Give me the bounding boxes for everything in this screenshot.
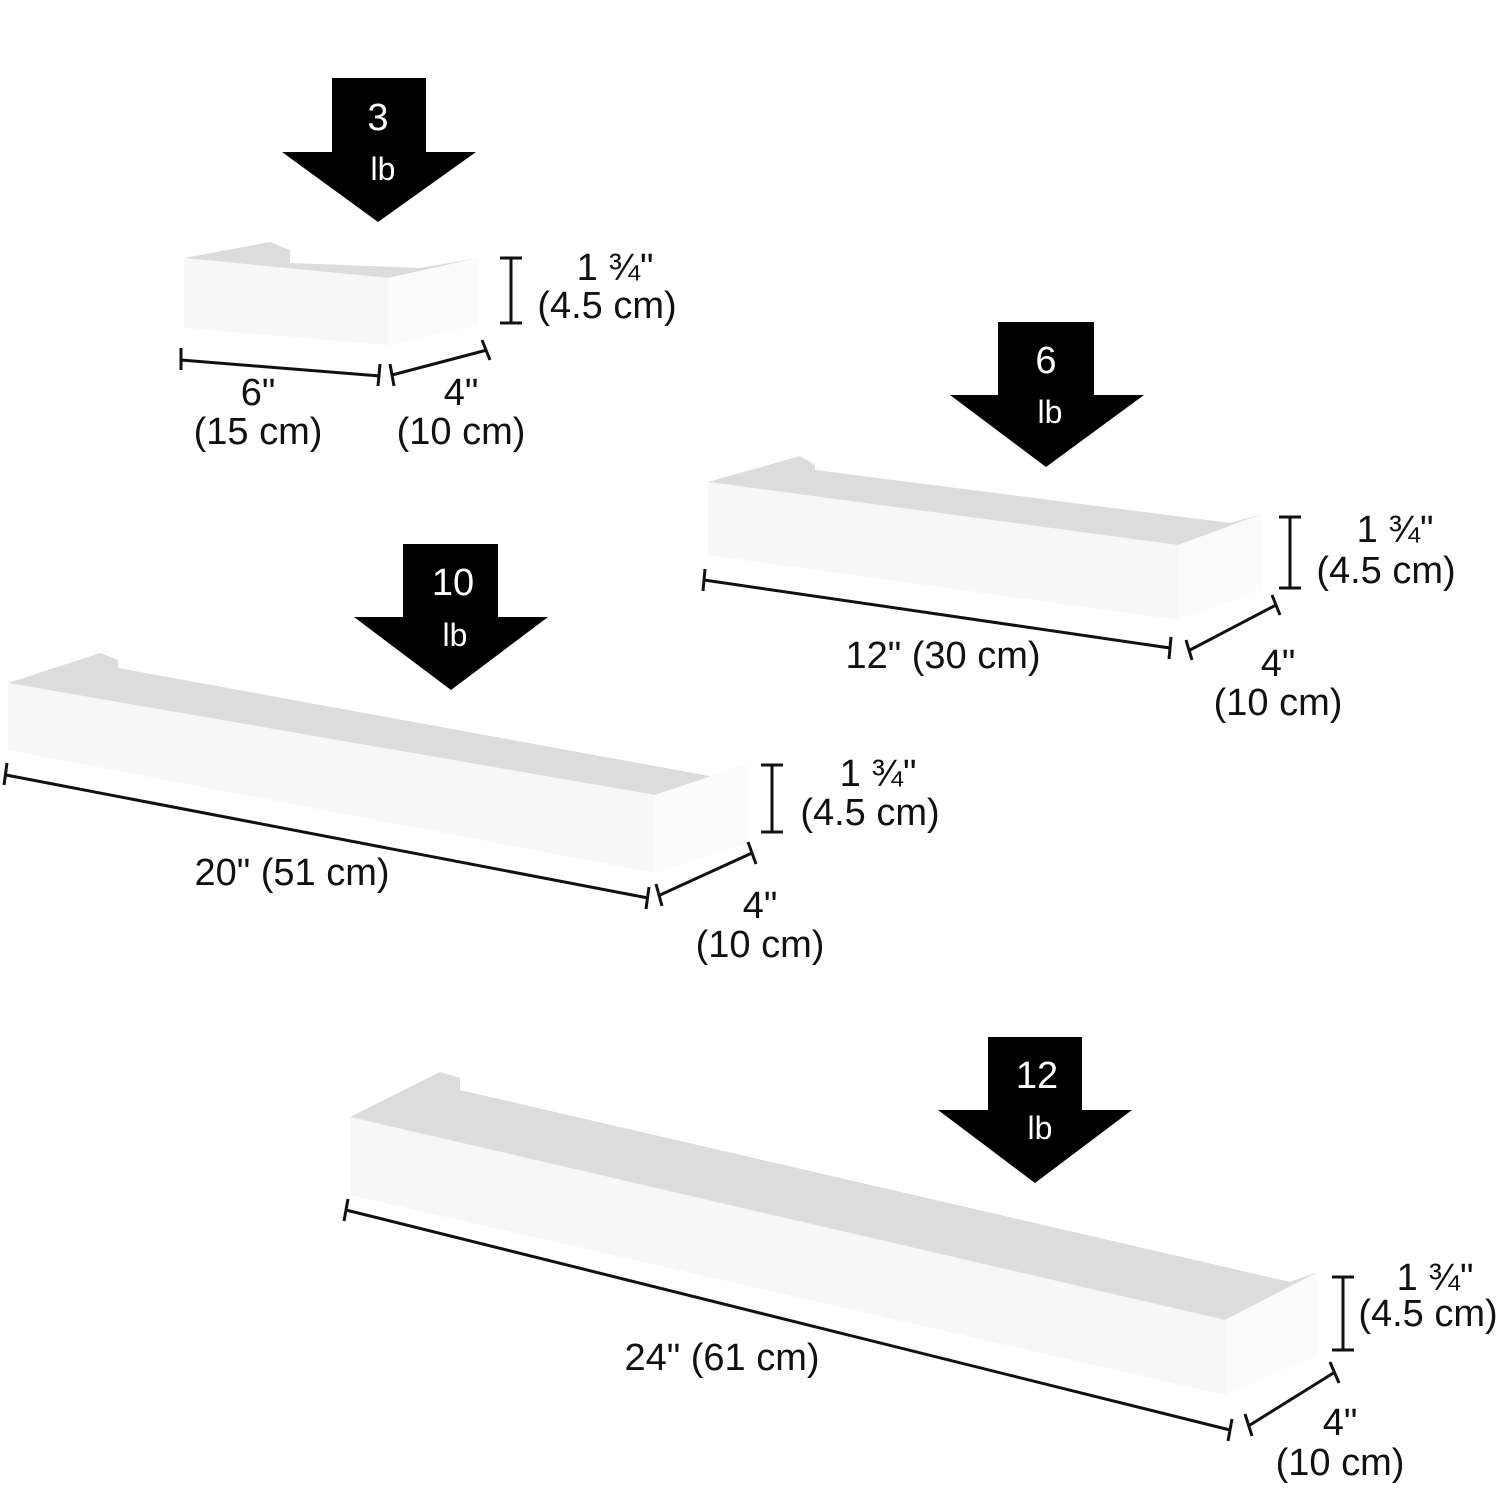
weight-arrow-10lb: 10 lb bbox=[354, 544, 548, 690]
weight-unit: lb bbox=[371, 151, 396, 187]
width-cm-label: (15 cm) bbox=[194, 411, 323, 453]
down-arrow-icon bbox=[282, 78, 476, 222]
width-label: 24" (61 cm) bbox=[624, 1337, 819, 1379]
height-label: 1 ¾" bbox=[1397, 1257, 1474, 1299]
weight-value: 12 bbox=[1016, 1055, 1058, 1097]
weight-unit: lb bbox=[1038, 394, 1063, 430]
width-label: 12" (30 cm) bbox=[845, 635, 1040, 677]
depth-cm-label: (10 cm) bbox=[1214, 682, 1343, 724]
depth-label: 4" bbox=[444, 372, 479, 414]
height-cm-label: (4.5 cm) bbox=[1316, 550, 1455, 592]
weight-arrow-3lb: 3 lb bbox=[282, 78, 476, 222]
dimension-lines-20in bbox=[2, 762, 783, 910]
depth-cm-label: (10 cm) bbox=[397, 411, 526, 453]
depth-cm-label: (10 cm) bbox=[696, 924, 825, 966]
weight-unit: lb bbox=[1028, 1110, 1053, 1146]
height-label: 1 ¾" bbox=[840, 753, 917, 795]
height-cm-label: (4.5 cm) bbox=[537, 285, 676, 327]
weight-arrow-6lb: 6 lb bbox=[950, 322, 1144, 467]
height-cm-label: (4.5 cm) bbox=[800, 792, 939, 834]
shelf-6in bbox=[184, 242, 478, 345]
weight-value: 3 bbox=[367, 97, 388, 139]
shelf-24in bbox=[350, 1072, 1318, 1395]
dimension-lines-6in bbox=[179, 256, 522, 387]
shelf-20in bbox=[8, 653, 748, 873]
width-label: 6" bbox=[241, 372, 276, 414]
down-arrow-icon bbox=[354, 544, 548, 690]
dimension-lines-24in bbox=[342, 1198, 1354, 1442]
weight-arrow-12lb: 12 lb bbox=[938, 1037, 1132, 1183]
depth-cm-label: (10 cm) bbox=[1276, 1442, 1405, 1484]
height-label: 1 ¾" bbox=[1357, 509, 1434, 551]
weight-value: 10 bbox=[432, 562, 474, 604]
weight-value: 6 bbox=[1035, 340, 1056, 382]
down-arrow-icon bbox=[950, 322, 1144, 467]
depth-label: 4" bbox=[1261, 643, 1296, 685]
depth-label: 4" bbox=[743, 885, 778, 927]
height-cm-label: (4.5 cm) bbox=[1358, 1293, 1497, 1335]
height-label: 1 ¾" bbox=[577, 247, 654, 289]
down-arrow-icon bbox=[938, 1037, 1132, 1183]
weight-unit: lb bbox=[443, 617, 468, 653]
width-label: 20" (51 cm) bbox=[194, 852, 389, 894]
depth-label: 4" bbox=[1323, 1402, 1358, 1444]
dimension-lines-12in bbox=[701, 515, 1301, 661]
shelf-12in bbox=[708, 456, 1262, 620]
